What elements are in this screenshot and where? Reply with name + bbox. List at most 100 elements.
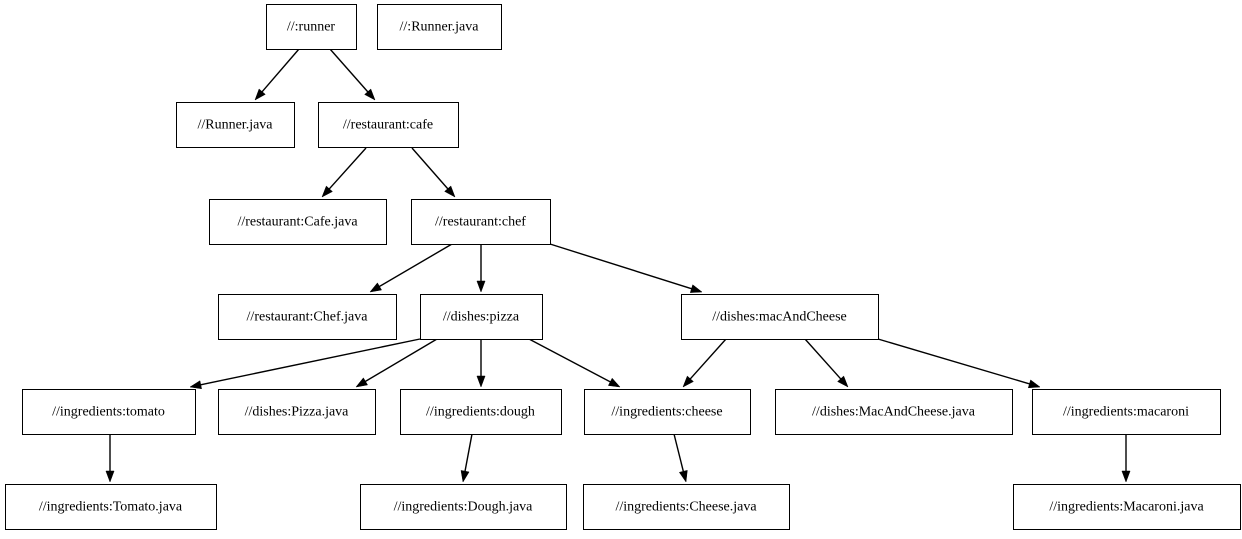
graph-node-ing_macaroni_java[interactable]: //ingredients:Macaroni.java [1013,484,1241,530]
graph-edge [1121,434,1131,483]
graph-node-restaurant_chef[interactable]: //restaurant:chef [411,199,551,245]
node-label: //dishes:macAndCheese [712,310,847,325]
edge-line [363,338,438,384]
node-box[interactable] [176,102,295,148]
node-box[interactable] [22,389,196,435]
graph-node-restaurant_chef_java[interactable]: //restaurant:Chef.java [218,294,397,340]
graph-node-dishes_mac_java[interactable]: //dishes:MacAndCheese.java [775,389,1013,435]
edge-arrowhead [682,375,694,388]
graph-node-ing_dough[interactable]: //ingredients:dough [400,389,562,435]
edge-line [528,338,613,384]
node-label: //restaurant:Chef.java [247,310,369,325]
node-box[interactable] [1032,389,1221,435]
graph-edge [460,433,473,483]
node-box[interactable] [583,484,790,530]
graph-node-dishes_pizza[interactable]: //dishes:pizza [420,294,543,340]
node-label: //restaurant:chef [435,215,526,230]
graph-node-runner[interactable]: //:runner [266,4,357,50]
edge-arrowhead [476,280,486,293]
edge-arrowhead [369,282,382,293]
graph-node-dishes_macandcheese[interactable]: //dishes:macAndCheese [681,294,879,340]
node-label: //ingredients:Cheese.java [615,500,757,515]
graph-edge [673,433,688,483]
edge-line [411,147,450,191]
node-box[interactable] [411,199,551,245]
edge-arrowhead [1121,470,1131,483]
graph-node-ing_tomato_java[interactable]: //ingredients:Tomato.java [5,484,217,530]
nodes-layer: //:runner //:Runner.java //Runner.java //re… [5,4,1241,530]
edge-line [198,338,421,386]
graph-node-runner_java_root[interactable]: //:Runner.java [377,4,502,50]
node-label: //restaurant:cafe [343,118,433,133]
graph-edge [549,243,703,293]
node-label: //restaurant:Cafe.java [237,215,358,230]
node-box[interactable] [318,102,459,148]
node-box[interactable] [5,484,217,530]
edge-line [260,48,300,94]
graph-node-restaurant_cafe[interactable]: //restaurant:cafe [318,102,459,148]
node-box[interactable] [420,294,543,340]
node-label: //dishes:Pizza.java [245,405,350,420]
edge-arrowhead [105,470,115,483]
node-box[interactable] [218,389,376,435]
node-box[interactable] [218,294,397,340]
graph-edge [254,48,300,101]
graph-edge [355,338,438,388]
graph-edge [476,244,486,293]
node-box[interactable] [266,4,357,50]
graph-edge [804,338,849,388]
edge-arrowhead [355,377,368,388]
edge-line [877,338,1032,386]
node-box[interactable] [775,389,1013,435]
node-label: //:runner [287,20,336,35]
graph-node-ing_macaroni[interactable]: //ingredients:macaroni [1032,389,1221,435]
node-label: //dishes:MacAndCheese.java [812,405,976,420]
edge-arrowhead [321,185,333,198]
edge-line [688,338,727,381]
node-box[interactable] [400,389,562,435]
edge-arrowhead [1027,379,1041,389]
graph-node-ing_cheese_java[interactable]: //ingredients:Cheese.java [583,484,790,530]
graph-node-ing_dough_java[interactable]: //ingredients:Dough.java [360,484,567,530]
node-box[interactable] [584,389,751,435]
node-label: //ingredients:Dough.java [394,500,534,515]
graph-edge [321,147,367,198]
edge-arrowhead [607,377,621,388]
node-label: //ingredients:tomato [52,405,165,420]
node-label: //ingredients:cheese [611,405,722,420]
node-box[interactable] [377,4,502,50]
graph-edge [189,338,421,390]
graph-edge [329,48,376,101]
node-box[interactable] [360,484,567,530]
edge-line [329,48,370,94]
edge-line [673,433,685,474]
graph-edge [528,338,621,388]
node-box[interactable] [1013,484,1241,530]
graph-node-restaurant_cafe_java[interactable]: //restaurant:Cafe.java [209,199,387,245]
graph-edge [476,339,486,388]
edge-line [377,243,453,289]
graph-edge [682,338,727,388]
edge-arrowhead [678,470,688,483]
node-label: //ingredients:dough [426,405,535,420]
node-label: //ingredients:Macaroni.java [1049,500,1204,515]
edge-line [549,243,694,290]
edge-arrowhead [364,88,376,101]
edge-line [463,433,473,474]
graph-node-runner_java[interactable]: //Runner.java [176,102,295,148]
node-box[interactable] [681,294,879,340]
graph-node-ing_tomato[interactable]: //ingredients:tomato [22,389,196,435]
graph-edge [877,338,1041,389]
graph-edge [105,434,115,483]
edge-arrowhead [444,185,456,198]
graph-node-dishes_pizza_java[interactable]: //dishes:Pizza.java [218,389,376,435]
edge-line [804,338,843,381]
graph-node-ing_cheese[interactable]: //ingredients:cheese [584,389,751,435]
node-label: //:Runner.java [400,20,480,35]
node-box[interactable] [209,199,387,245]
graph-edge [411,147,456,198]
edge-line [327,147,367,191]
edge-arrowhead [254,88,266,101]
